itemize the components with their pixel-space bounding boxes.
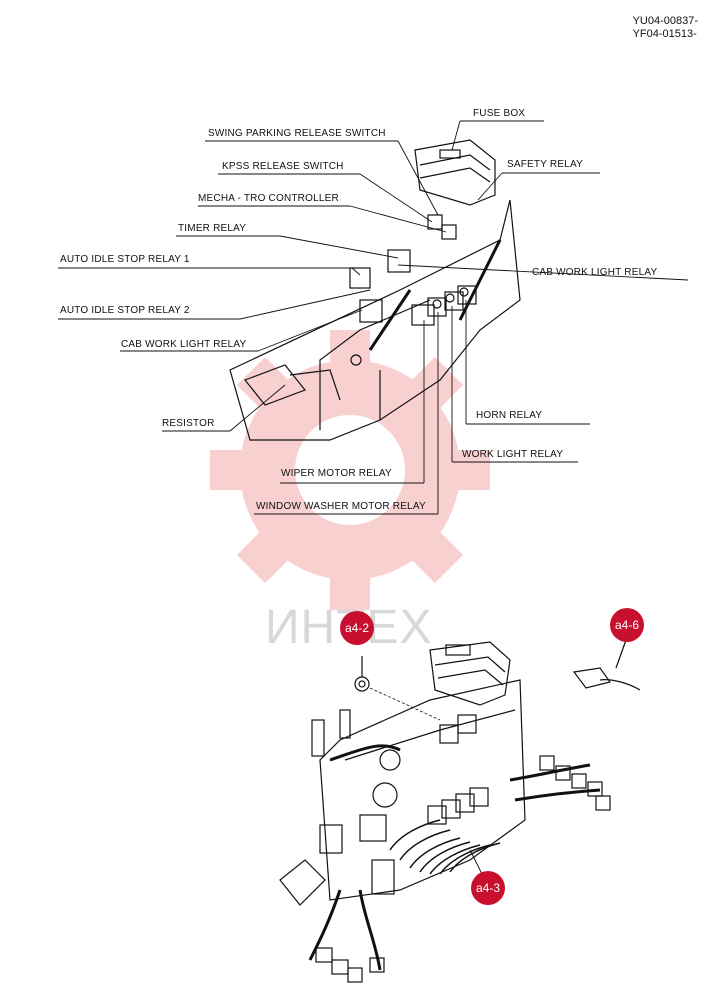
part-badge-a4-6: a4-6 [610, 608, 644, 642]
callout-auto-idle-stop-relay-1: AUTO IDLE STOP RELAY 1 [60, 254, 190, 265]
callout-timer-relay: TIMER RELAY [178, 223, 247, 234]
callout-swing-parking-release-switch: SWING PARKING RELEASE SWITCH [208, 128, 386, 139]
callout-auto-idle-stop-relay-2: AUTO IDLE STOP RELAY 2 [60, 305, 190, 316]
callout-work-light-relay: WORK LIGHT RELAY [462, 449, 564, 460]
relay-box-illustration [58, 120, 689, 515]
callout-cab-work-light-relay-left: CAB WORK LIGHT RELAY [121, 339, 247, 350]
callout-resistor: RESISTOR [162, 418, 215, 429]
document-code: YU04-00837- [632, 15, 698, 27]
part-badge-a4-2: a4-2 [340, 611, 374, 645]
callout-window-washer-motor-relay: WINDOW WASHER MOTOR RELAY [256, 501, 426, 512]
harness-assembly-illustration [279, 639, 641, 983]
callout-kpss-release-switch: KPSS RELEASE SWITCH [222, 161, 344, 172]
callout-cab-work-light-relay-right: CAB WORK LIGHT RELAY [532, 267, 658, 278]
callout-safety-relay: SAFETY RELAY [507, 159, 583, 170]
document-codes: YU04-00837- YF04-01513- [633, 15, 698, 41]
part-badge-a4-3: a4-3 [471, 871, 505, 905]
callout-wiper-motor-relay: WIPER MOTOR RELAY [281, 468, 392, 479]
callout-mecha-tro-controller: MECHA - TRO CONTROLLER [198, 193, 339, 204]
callout-fuse-box: FUSE BOX [473, 108, 526, 119]
callout-horn-relay: HORN RELAY [476, 410, 543, 421]
document-code: YF04-01513- [632, 28, 697, 40]
